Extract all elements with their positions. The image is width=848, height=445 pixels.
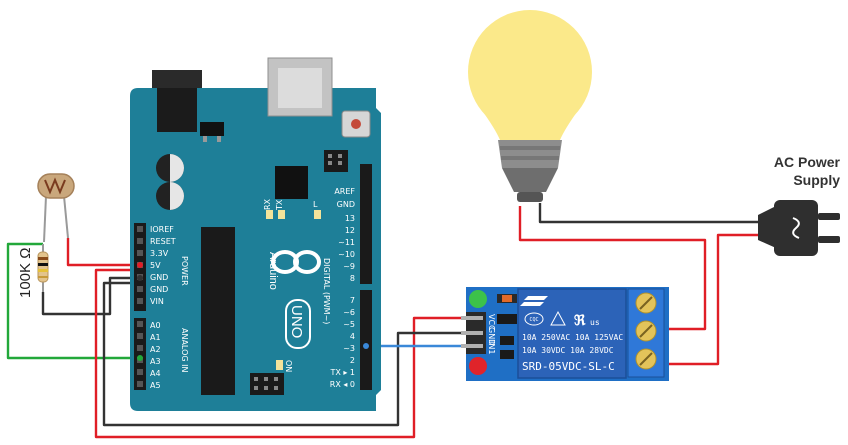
- uno-badge: [285, 299, 311, 349]
- pin-a2: A2: [150, 345, 161, 354]
- wire-ldr-to-5v: [66, 238, 140, 267]
- pin-a5: A5: [150, 381, 161, 390]
- pin-gnd-2: GND: [150, 285, 168, 294]
- on-label: ON: [284, 360, 293, 372]
- capacitor-1: [156, 154, 184, 182]
- arduino-model: UNO: [288, 305, 305, 338]
- light-bulb-icon: [468, 10, 592, 202]
- infinity-logo-icon: [271, 250, 321, 274]
- pin-a1: A1: [150, 333, 161, 342]
- wire-bulb-to-plug-neutral: [538, 203, 760, 224]
- pin-reset: RESET: [150, 237, 176, 246]
- pin-10: ~10: [338, 250, 355, 259]
- pin-0: RX ◂ 0: [330, 380, 355, 389]
- pin-12: 12: [345, 226, 355, 235]
- icsp-header-bottom: [250, 373, 284, 395]
- icsp-header-top: [324, 150, 348, 172]
- relay-input-header: [461, 312, 486, 354]
- digital-header-bottom: [360, 290, 372, 390]
- pin-5: ~5: [343, 320, 355, 329]
- screw-terminal-icon: [627, 288, 665, 378]
- pin-a3: A3: [150, 357, 161, 366]
- atmega-chip: [201, 227, 235, 395]
- wire-relay-to-plug: [660, 233, 760, 366]
- arduino-uno-board: RX TX L Arduino UNO ON: [130, 57, 381, 411]
- pin-3v3: 3.3V: [150, 249, 169, 258]
- pin-a0: A0: [150, 321, 161, 330]
- relay-pin-in1: IN1: [487, 341, 496, 354]
- pin-gnd-1: GND: [150, 273, 168, 282]
- wire-junction-to-a3: [6, 242, 140, 360]
- wire-bulb-to-relay: [518, 206, 707, 331]
- wires: [6, 203, 760, 439]
- plug-icon: [758, 200, 840, 256]
- cert-us: us: [590, 318, 600, 327]
- analog-header: [134, 318, 146, 390]
- pin-vin: VIN: [150, 297, 164, 306]
- pin-13: 13: [345, 214, 355, 223]
- pin-3: ~3: [343, 344, 355, 353]
- relay-rating-line1: 10A 250VAC 10A 125VAC: [522, 333, 623, 342]
- wire-resistor-to-gnd: [41, 276, 140, 316]
- ac-power-label-line2: Supply: [793, 172, 840, 188]
- pin-8: 8: [350, 274, 355, 283]
- pin-7: 7: [350, 296, 355, 305]
- relay-rating-line2: 10A 30VDC 10A 28VDC: [522, 346, 614, 355]
- arduino-brand: Arduino: [267, 252, 279, 290]
- led-red-icon: [469, 357, 487, 375]
- pin-4: 4: [350, 332, 355, 341]
- pin-11: ~11: [338, 238, 355, 247]
- digital-header-top: [360, 164, 372, 284]
- relay-module: VCC GND IN1 CQC ℜ us 10A 250VAC 10A 125V…: [461, 287, 669, 381]
- photoresistor-icon: [37, 173, 75, 243]
- relay-pin-vcc: VCC: [487, 314, 496, 331]
- pin-1: TX ▸ 1: [329, 368, 355, 377]
- pin-aref: AREF: [334, 187, 355, 196]
- resistor-icon: [37, 244, 49, 292]
- pin-gnd-3: GND: [337, 200, 355, 209]
- power-header-label: POWER: [180, 256, 189, 286]
- pin-5v: 5V: [150, 261, 161, 270]
- pin-a4: A4: [150, 369, 161, 378]
- cert-cqc: CQC: [529, 317, 538, 323]
- capacitor-2: [156, 182, 184, 210]
- pin-ioref: IOREF: [150, 225, 174, 234]
- rx-label: RX: [263, 198, 272, 210]
- usb-chip: [275, 166, 308, 199]
- relay-model: SRD-05VDC-SL-C: [522, 360, 615, 373]
- tx-label: TX: [275, 199, 284, 211]
- pin-2: 2: [350, 356, 355, 365]
- ac-power-label-line1: AC Power: [774, 154, 841, 170]
- arduino-pcb: [130, 88, 381, 411]
- digital-header-label: DIGITAL (PWM~): [322, 258, 331, 324]
- pin-6: ~6: [343, 308, 355, 317]
- l-label: L: [313, 200, 318, 209]
- ul-mark: ℜ: [574, 312, 586, 328]
- relay-pin-gnd: GND: [487, 327, 496, 345]
- pin-9: ~9: [343, 262, 355, 271]
- resistor-label: 100K Ω: [17, 248, 34, 298]
- wire-5v-to-relay-vcc: [94, 268, 468, 439]
- wire-gnd-to-relay-gnd: [102, 281, 468, 427]
- analog-header-label: ANALOG IN: [180, 328, 189, 373]
- led-green-icon: [469, 290, 487, 308]
